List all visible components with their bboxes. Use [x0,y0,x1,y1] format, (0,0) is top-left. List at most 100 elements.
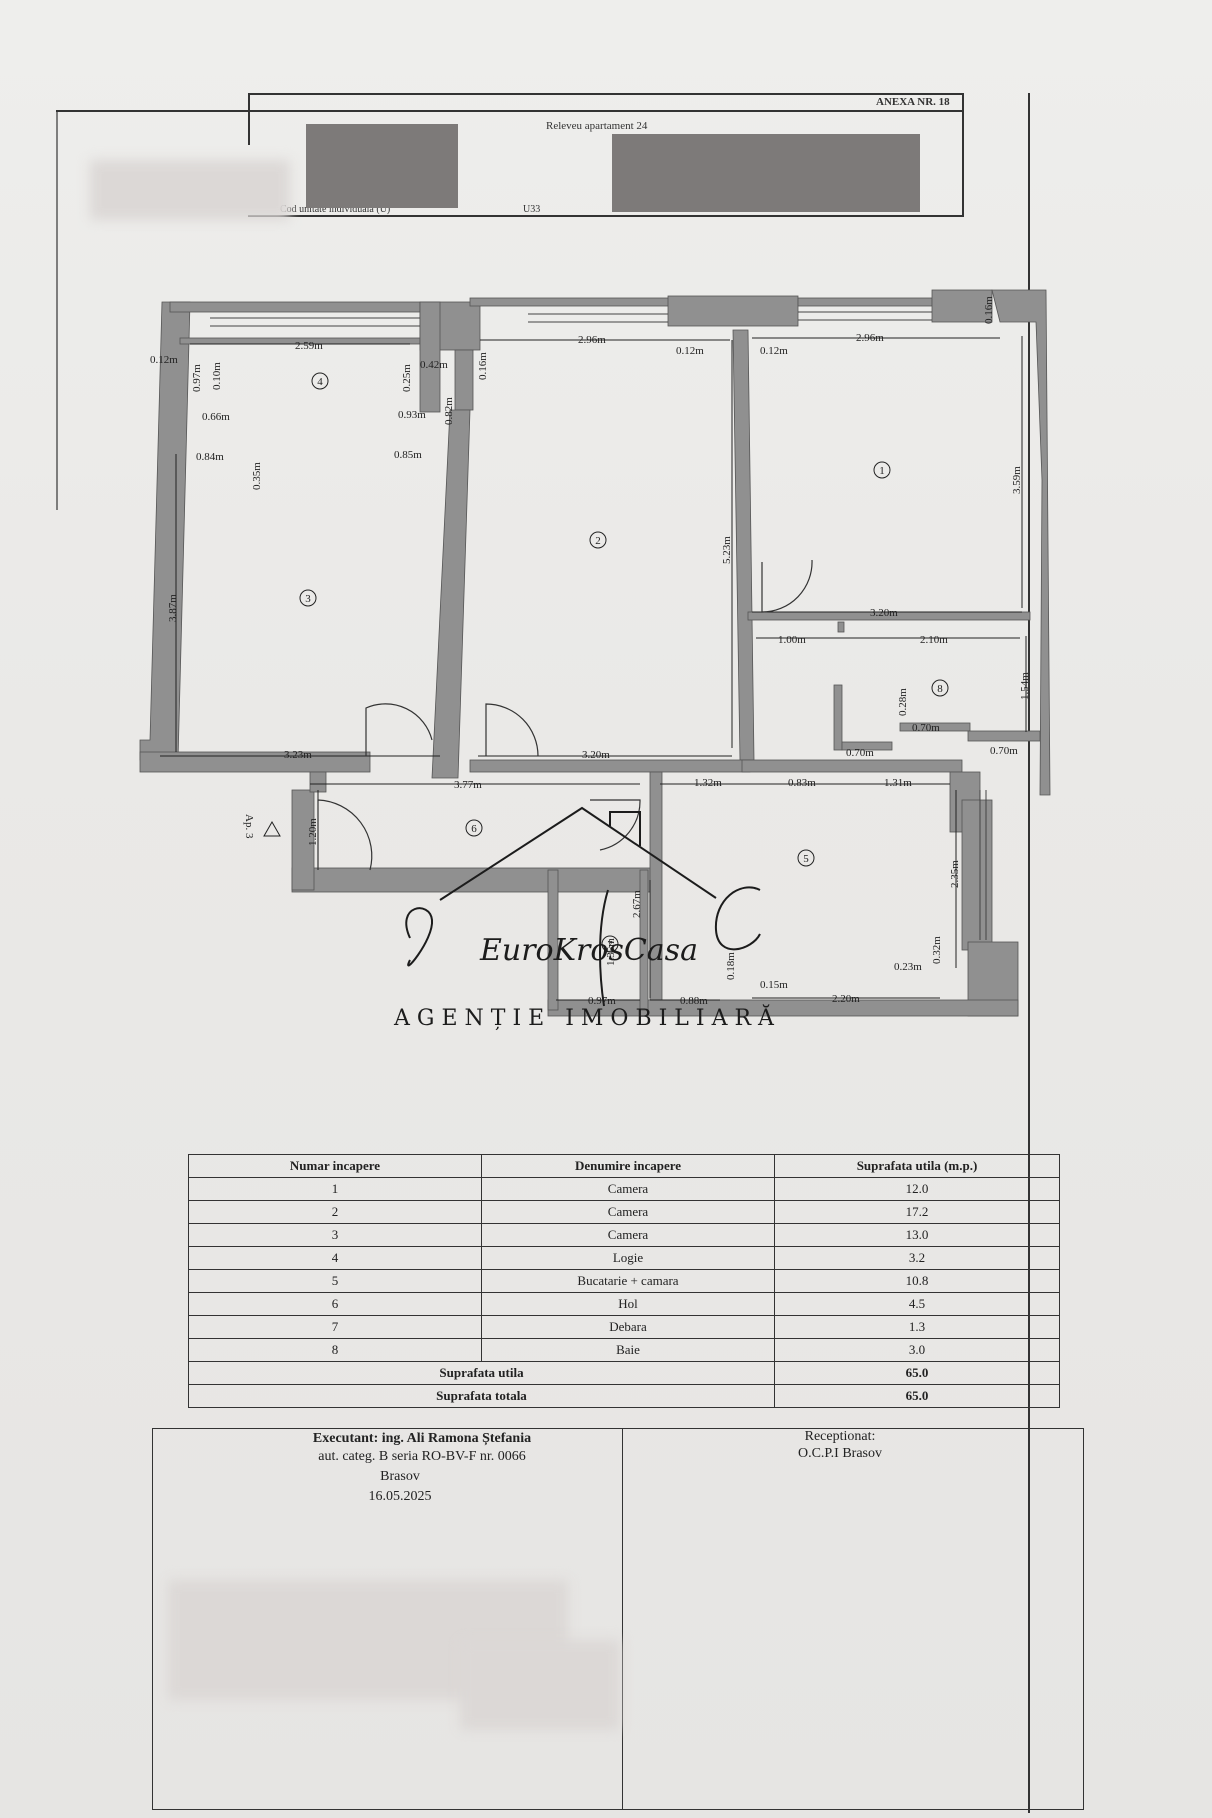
room-name-cell: Baie [481,1338,775,1362]
column-header: Suprafata utila (m.p.) [774,1154,1060,1178]
window-lines [210,311,987,940]
executant-signature-box [152,1428,623,1810]
total-value: 65.0 [774,1384,1060,1408]
dim-label: 2.20m [832,993,860,1005]
page-frame-left [56,110,58,510]
room-number-1: 1 [879,465,885,477]
room-number-4: 4 [317,376,323,388]
executant-authorization: aut. categ. B seria RO-BV-F nr. 0066 [318,1449,526,1464]
room-number-cell: 1 [188,1177,482,1201]
room-number-5: 5 [803,853,809,865]
dim-label: 1.54m [1019,672,1031,700]
room-area-cell: 4.5 [774,1292,1060,1316]
room-number-cell: 3 [188,1223,482,1247]
total-value: 65.0 [774,1361,1060,1385]
room-number-markers [299,372,949,953]
dim-label: 0.12m [676,345,704,357]
room-number-cell: 8 [188,1338,482,1362]
room-area-cell: 17.2 [774,1200,1060,1224]
receptionat-signature-box [622,1428,1084,1810]
dim-label: 3.59m [1011,466,1023,494]
dim-label: 3.87m [167,594,179,622]
dim-label: 1.31m [884,777,912,789]
room-area-cell: 3.0 [774,1338,1060,1362]
dim-label: 0.66m [202,411,230,423]
room-name-cell: Camera [481,1177,775,1201]
room-number-cell: 5 [188,1269,482,1293]
header-frame-bottom [248,215,964,217]
signature-redaction [460,1640,620,1730]
column-header: Denumire incapere [481,1154,775,1178]
dim-label: 0.15m [760,979,788,991]
room-number-cell: 6 [188,1292,482,1316]
annex-number: ANEXA NR. 18 [876,96,950,108]
dim-label: 0.42m [420,359,448,371]
total-label: Suprafata totala [188,1384,775,1408]
receptionat-label: Receptionat: [804,1429,876,1444]
dim-label: 0.12m [760,345,788,357]
entrance-marker-icon [263,820,281,837]
dim-label: 1.32m [694,777,722,789]
room-area-cell: 3.2 [774,1246,1060,1270]
dim-label: 0.84m [196,451,224,463]
dim-label: 1.00m [778,634,806,646]
dim-label: 0.32m [931,936,943,964]
dim-label: 0.28m [897,688,909,716]
dim-label: 3.77m [454,779,482,791]
dim-label: 2.96m [578,334,606,346]
table-header-row: Numar incapere Denumire incapere Suprafa… [188,1154,1060,1178]
document-title: Releveu apartament 24 [546,120,648,132]
column-header: Numar incapere [188,1154,482,1178]
room-number-2: 2 [595,535,601,547]
dim-label: 1.35m [605,938,617,966]
walls [139,289,1051,1017]
page-frame-top [56,110,964,112]
dim-label: 0.97m [191,364,203,392]
header-frame-right [962,93,964,215]
room-name-cell: Logie [481,1246,775,1270]
watermark-logo [405,806,761,1007]
dim-label: 0.70m [846,747,874,759]
dim-label: 0.35m [251,462,263,490]
watermark-script: EuroKrosCasa [479,933,698,968]
room-name-cell: Camera [481,1200,775,1224]
room-number-cell: 7 [188,1315,482,1339]
unit-code-label: Cod unitate individuala (U) [280,204,391,215]
room-number-7: 7 [607,939,613,951]
room-area-table: Numar incapere Denumire incapere Suprafa… [188,1154,1060,1408]
room-number-cell: 2 [188,1200,482,1224]
page-frame-right [1028,93,1030,1813]
dim-label: 0.12m [150,354,178,366]
room-area-cell: 12.0 [774,1177,1060,1201]
room-name-cell: Camera [481,1223,775,1247]
dimension-lines [160,336,1027,1001]
total-label: Suprafata utila [188,1361,775,1385]
header-frame-top [248,93,964,95]
dim-label: 0.70m [912,722,940,734]
room-area-cell: 10.8 [774,1269,1060,1293]
room-number-8: 8 [937,683,943,695]
redaction-block [306,124,458,208]
dim-label: 2.10m [920,634,948,646]
apartment-label: Ap. 3 [243,814,255,839]
dim-label: 0.16m [477,352,489,380]
room-name-cell: Debara [481,1315,775,1339]
room-number-3: 3 [305,593,311,605]
dim-label: 3.20m [582,749,610,761]
dim-label: 1.20m [307,818,319,846]
dim-label: 0.85m [394,449,422,461]
dim-label: 0.88m [680,995,708,1007]
dim-label: 0.83m [788,777,816,789]
dim-label: 2.35m [949,860,961,888]
room-name-cell: Bucatarie + camara [481,1269,775,1293]
room-name-cell: Hol [481,1292,775,1316]
executant-date: 16.05.2025 [368,1489,432,1504]
dim-label: 0.93m [398,409,426,421]
watermark-subtitle: AGENȚIE IMOBILIARĂ [394,1006,781,1031]
executant-name: Executant: ing. Ali Ramona Ștefania [312,1431,532,1446]
